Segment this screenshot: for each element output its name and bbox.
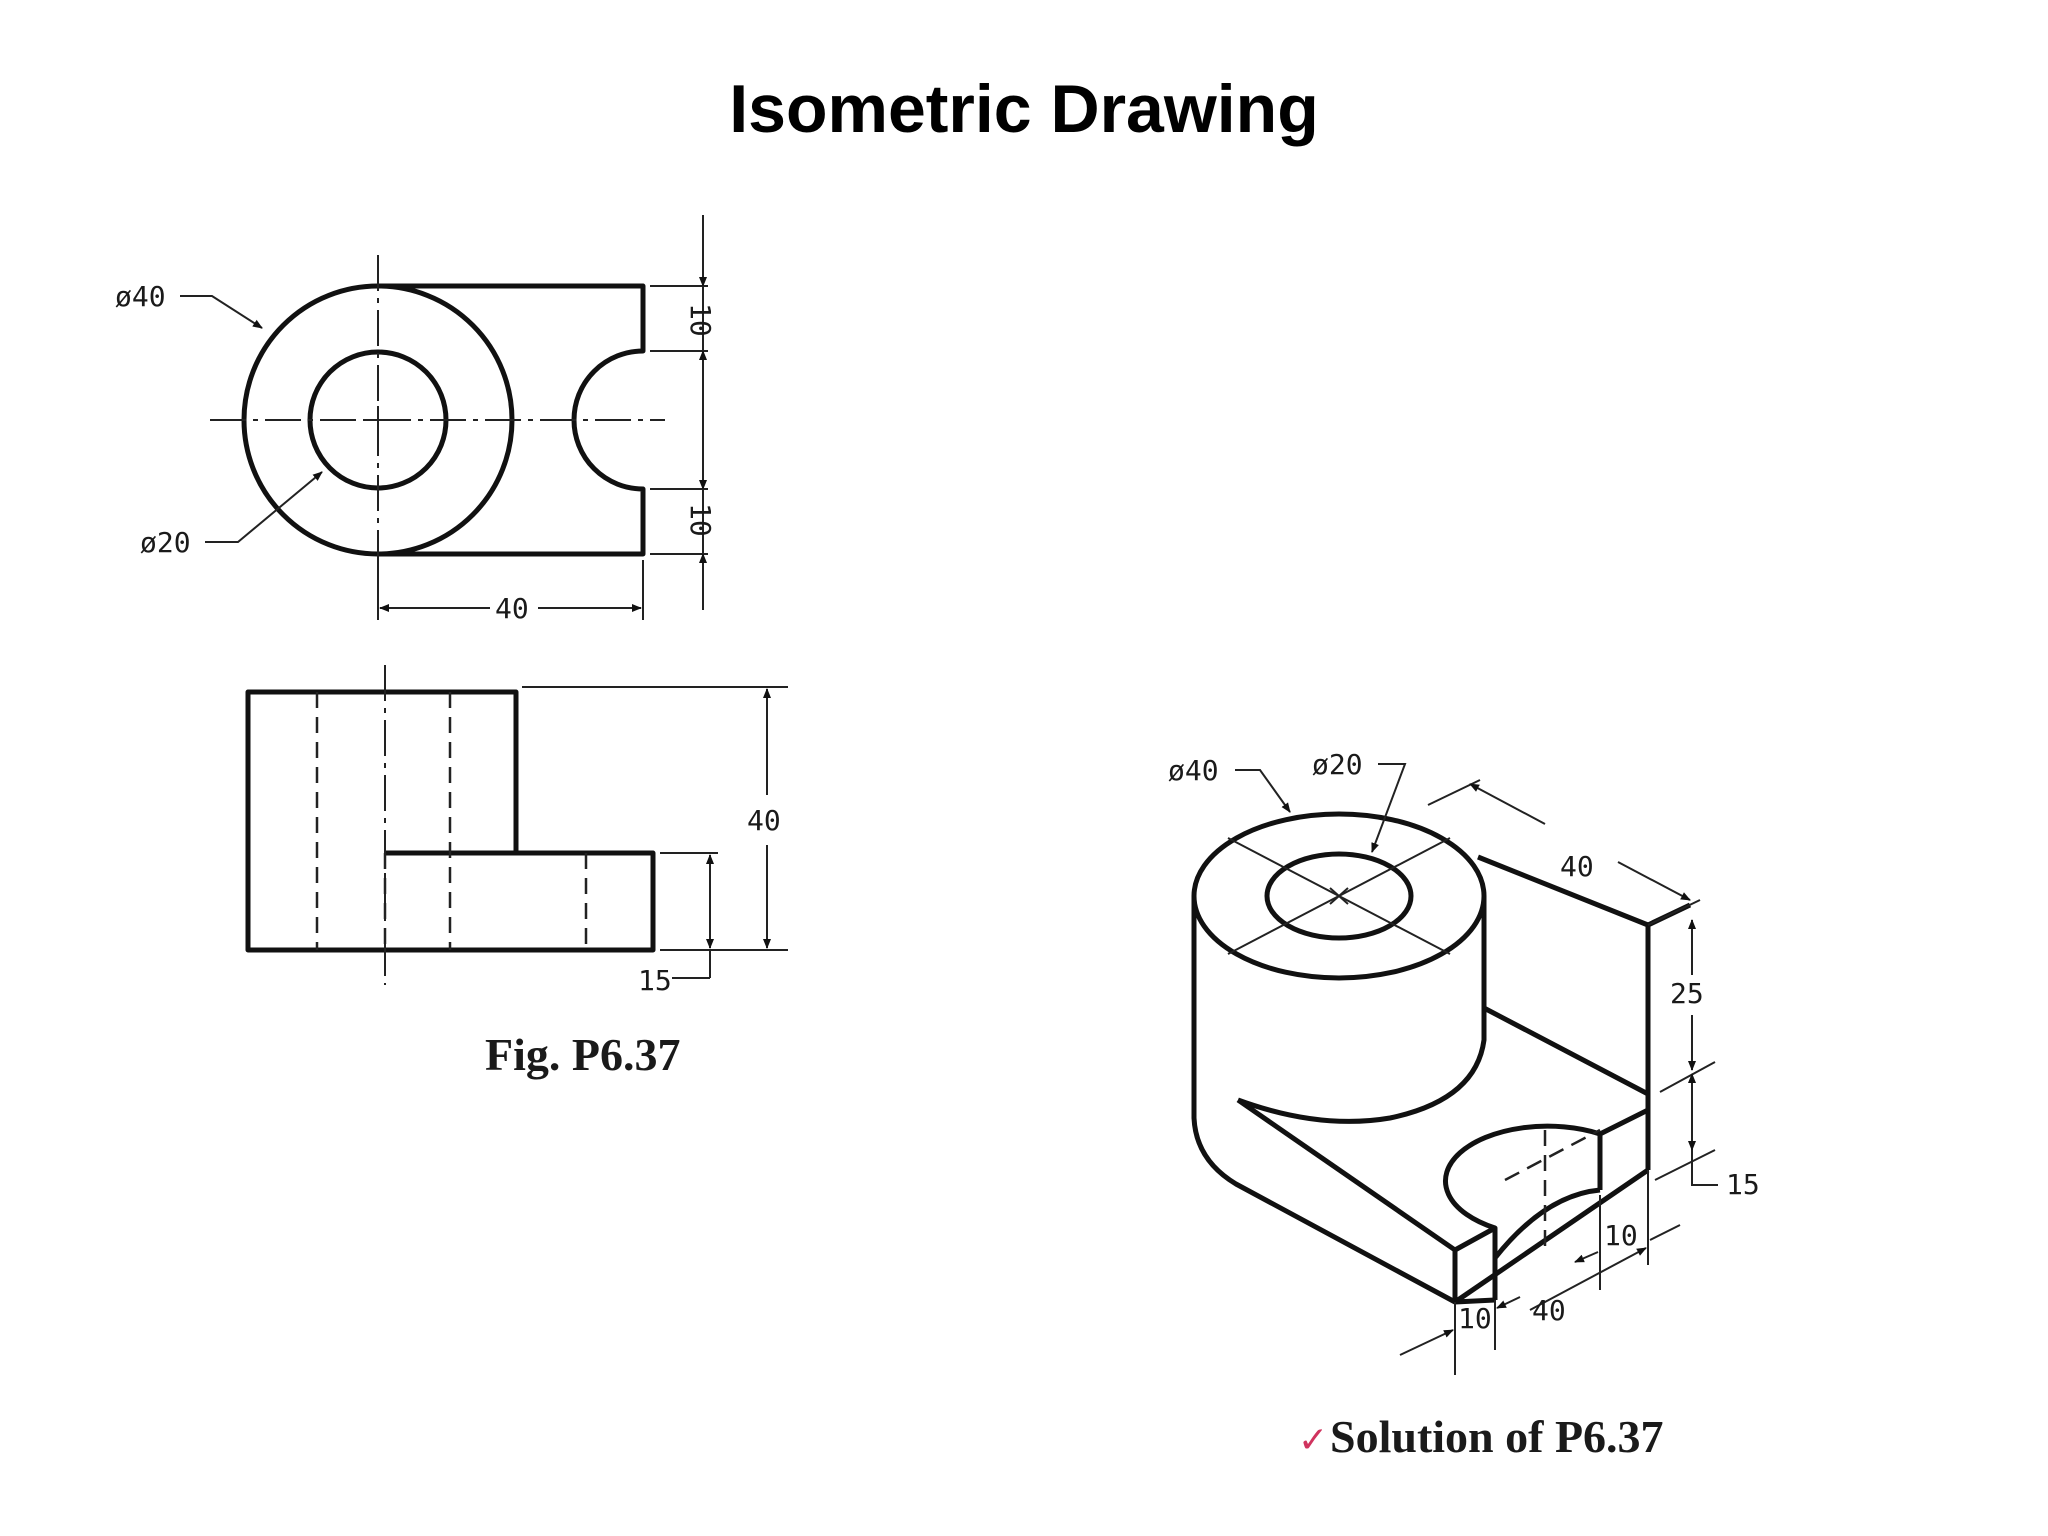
dim-outer-diameter: ø40: [115, 280, 166, 313]
dim-slot-bottom: 10: [684, 503, 717, 537]
check-mark: ✓: [1298, 1420, 1328, 1461]
iso-dim-outer-diameter: ø40: [1168, 754, 1219, 787]
iso-dim-length: 40: [1560, 850, 1594, 883]
iso-dim-depth: 40: [1532, 1294, 1566, 1327]
dim-inner-diameter: ø20: [140, 526, 191, 559]
dim-step-height: 15: [638, 964, 672, 997]
slide-title: Isometric Drawing: [729, 71, 1319, 147]
iso-dim-inner-diameter: ø20: [1312, 748, 1363, 781]
iso-dim-upper-height: 25: [1670, 977, 1704, 1010]
figure-caption: Fig. P6.37: [485, 1029, 680, 1080]
front-view: 40 15: [245, 665, 788, 997]
solution-caption: Solution of P6.37: [1330, 1411, 1664, 1462]
bore-ellipse: [1264, 851, 1414, 941]
iso-dim-offset-left: 10: [1458, 1302, 1492, 1335]
iso-dim-base-height: 15: [1726, 1168, 1760, 1201]
front-view-outline: [245, 689, 656, 953]
top-view: 10 10 40 ø40 ø20: [115, 215, 717, 625]
dim-slot-top: 10: [684, 303, 717, 337]
iso-dim-offset-right: 10: [1604, 1219, 1638, 1252]
dim-length: 40: [495, 592, 529, 625]
isometric-view: 40 25 15 10 40 10 ø40 ø20: [1168, 748, 1760, 1375]
dim-height: 40: [747, 804, 781, 837]
